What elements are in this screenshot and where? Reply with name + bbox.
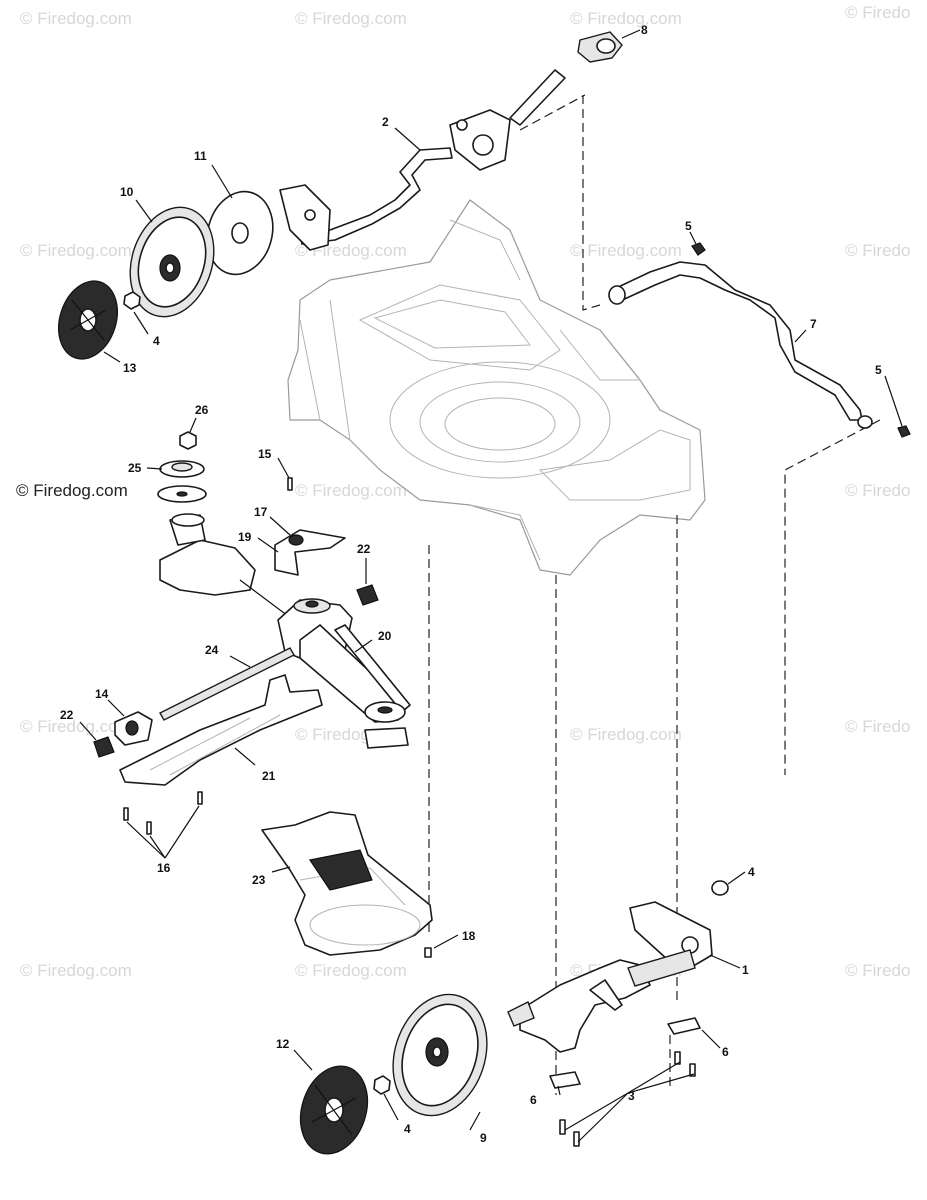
callout-4: 4 <box>404 1122 411 1136</box>
callout-7: 7 <box>810 317 817 331</box>
callout-9: 9 <box>480 1131 487 1145</box>
height-adjust-knob <box>577 29 641 63</box>
watermark: © Firedog.com <box>20 241 132 260</box>
watermark: © Firedog.com <box>16 481 128 500</box>
hex-nut-rear <box>123 291 149 335</box>
callout-19: 19 <box>238 530 252 544</box>
watermark: © Firedog.com <box>20 717 132 736</box>
mower-deck <box>287 199 706 576</box>
transmission <box>159 513 301 626</box>
callout-10: 10 <box>120 185 134 199</box>
callout-11: 11 <box>194 149 207 163</box>
rear-wheel-left <box>129 199 215 318</box>
axle-bolts <box>689 231 911 438</box>
callout-20: 20 <box>378 629 392 643</box>
pulley-nut <box>179 417 197 450</box>
callout-1: 1 <box>742 963 749 977</box>
watermark: © Firedo <box>845 481 910 500</box>
watermark: © Firedo <box>845 961 910 980</box>
callout-21: 21 <box>262 769 276 783</box>
callout-14: 14 <box>95 687 109 701</box>
hubcap-front <box>293 1049 369 1155</box>
hubcap-left <box>58 280 121 363</box>
callouts: 1 2 3 4 4 4 5 5 6 6 7 8 9 10 11 12 13 14… <box>60 23 882 1145</box>
callout-4: 4 <box>153 334 160 348</box>
callout-17: 17 <box>254 505 268 519</box>
rear-height-lever <box>279 69 566 251</box>
hex-nut-front <box>373 1075 399 1121</box>
watermark: © Firedo <box>845 717 910 736</box>
mounting-bolts <box>559 1051 696 1147</box>
watermark: © Firedog.com <box>20 9 132 28</box>
washer-front <box>711 871 746 896</box>
front-axle-rod <box>608 261 873 429</box>
callout-6: 6 <box>722 1045 729 1059</box>
bushing-upper <box>356 558 379 606</box>
assembly-lines <box>428 94 881 1095</box>
callout-22: 22 <box>60 708 74 722</box>
mulch-plug <box>261 811 433 956</box>
watermark: © Firedog.com <box>20 961 132 980</box>
callout-12: 12 <box>276 1037 290 1051</box>
wheel-cover <box>206 164 274 276</box>
skid-plate <box>119 674 323 786</box>
drive-belt <box>299 624 411 749</box>
watermark: © Firedog.com <box>570 9 682 28</box>
watermark: © Firedog.com <box>295 961 407 980</box>
watermark: © Firedog.com <box>295 481 407 500</box>
callout-16: 16 <box>157 861 171 875</box>
bushing-lower <box>79 721 115 758</box>
drive-pulley <box>146 460 207 503</box>
height-clips <box>549 1017 721 1096</box>
callout-18: 18 <box>462 929 476 943</box>
front-wheel <box>392 993 488 1131</box>
watermark: © Firedog.com <box>570 725 682 744</box>
front-height-lever <box>507 901 741 1053</box>
callout-26: 26 <box>195 403 209 417</box>
watermark: © Firedo <box>845 3 910 22</box>
cable-bracket <box>257 516 346 576</box>
callout-2: 2 <box>382 115 389 129</box>
callout-25: 25 <box>128 461 142 475</box>
callout-3: 3 <box>628 1089 635 1103</box>
watermark: © Firedog.com <box>295 9 407 28</box>
plug-screw <box>424 934 459 958</box>
callout-5: 5 <box>875 363 882 377</box>
skid-screws <box>123 791 203 859</box>
callout-15: 15 <box>258 447 272 461</box>
callout-6: 6 <box>530 1093 537 1107</box>
callout-22: 22 <box>357 542 371 556</box>
callout-23: 23 <box>252 873 266 887</box>
screw <box>277 457 293 491</box>
bearing-block <box>107 699 153 746</box>
callout-13: 13 <box>123 361 137 375</box>
watermark: © Firedog.com <box>570 241 682 260</box>
callout-5: 5 <box>685 219 692 233</box>
callout-4: 4 <box>748 865 755 879</box>
callout-24: 24 <box>205 643 219 657</box>
callout-8: 8 <box>641 23 648 37</box>
watermark: © Firedo <box>845 241 910 260</box>
drive-shaft <box>159 647 295 721</box>
